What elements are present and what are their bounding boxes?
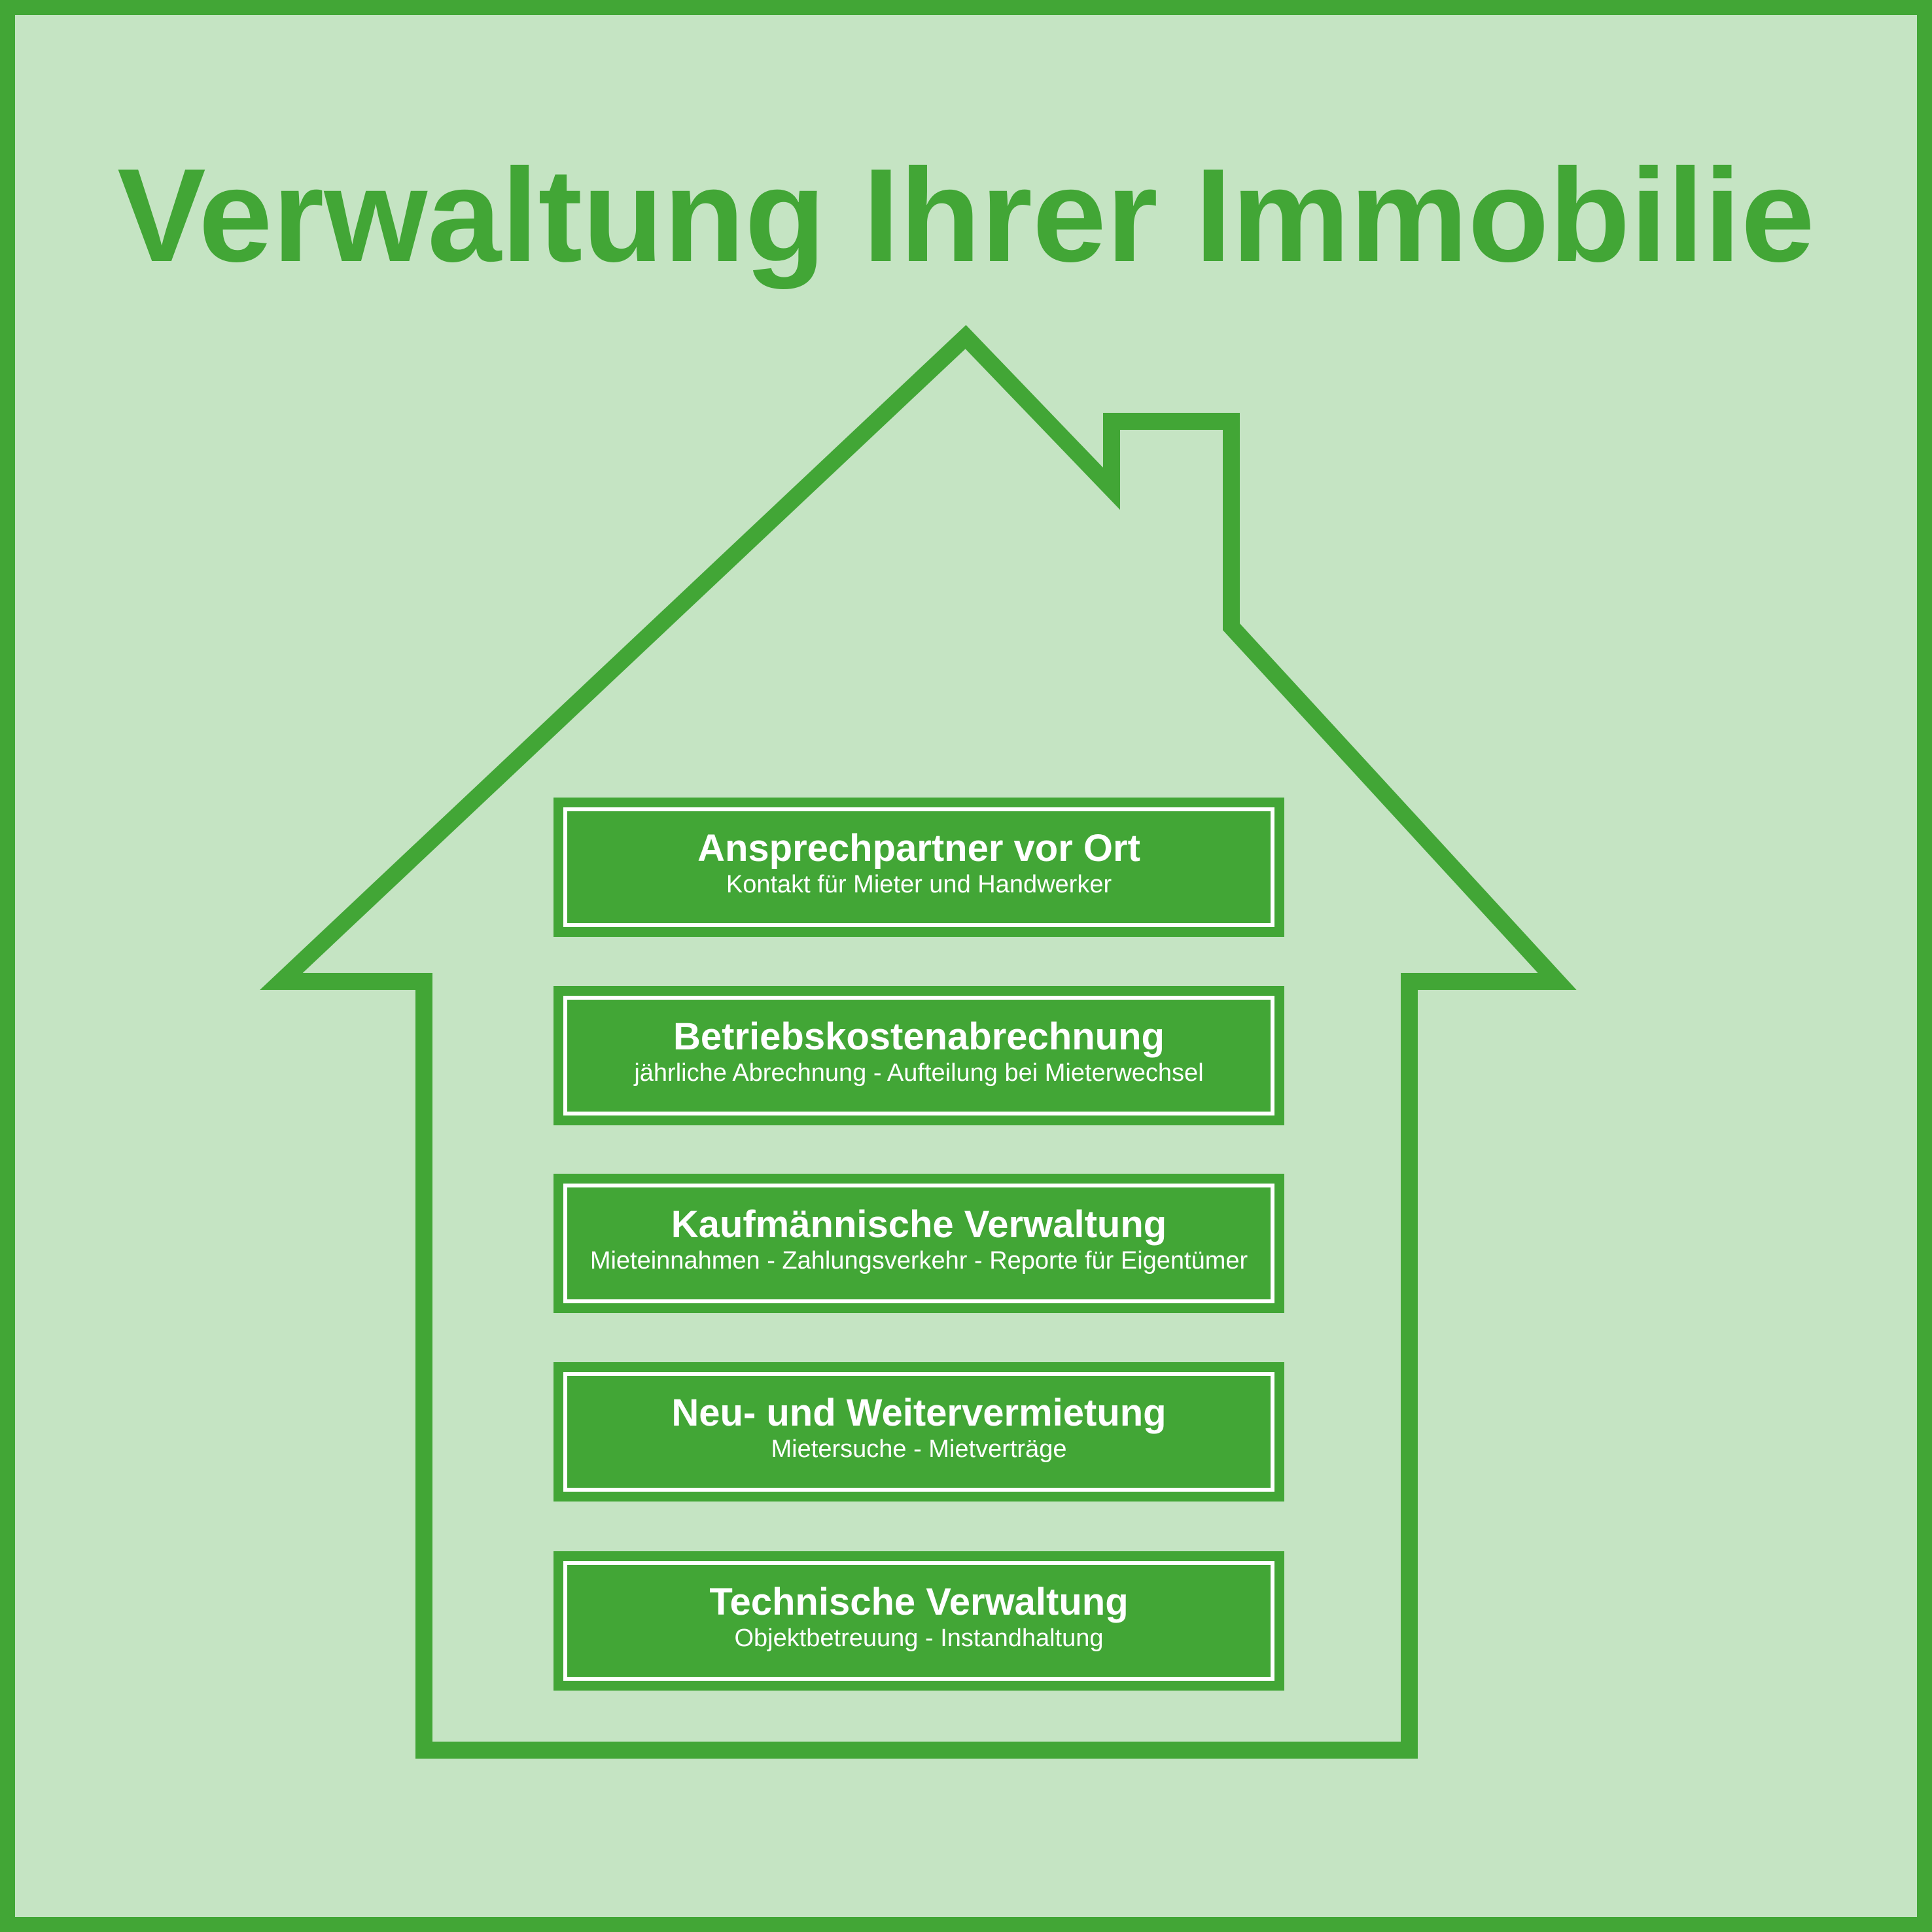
service-box-operating-costs: Betriebskostenabrechnung jährliche Abrec… [553,986,1284,1125]
service-box-commercial: Kaufmännische Verwaltung Mieteinnahmen -… [553,1174,1284,1313]
service-subtitle: Kontakt für Mieter und Handwerker [726,870,1112,898]
service-title: Ansprechpartner vor Ort [697,826,1140,869]
service-box-border [563,1372,1274,1492]
service-subtitle: Objektbetreuung - Instandhaltung [734,1624,1104,1652]
service-subtitle: jährliche Abrechnung - Aufteilung bei Mi… [634,1059,1204,1087]
service-box-letting: Neu- und Weitervermietung Mietersuche - … [553,1362,1284,1502]
service-box-contact: Ansprechpartner vor Ort Kontakt für Miet… [553,798,1284,937]
service-title: Neu- und Weitervermietung [671,1391,1167,1434]
service-title: Technische Verwaltung [709,1580,1129,1623]
service-box-border [563,996,1274,1115]
service-box-border [563,1561,1274,1681]
service-subtitle: Mietersuche - Mietverträge [771,1435,1067,1463]
service-title: Kaufmännische Verwaltung [671,1203,1167,1246]
page-title: Verwaltung Ihrer Immobilie [117,141,1815,290]
service-title: Betriebskostenabrechnung [673,1015,1165,1058]
service-box-border [563,1184,1274,1303]
service-box-border [563,807,1274,927]
service-box-technical: Technische Verwaltung Objektbetreuung - … [553,1551,1284,1691]
service-subtitle: Mieteinnahmen - Zahlungsverkehr - Report… [589,1246,1248,1274]
